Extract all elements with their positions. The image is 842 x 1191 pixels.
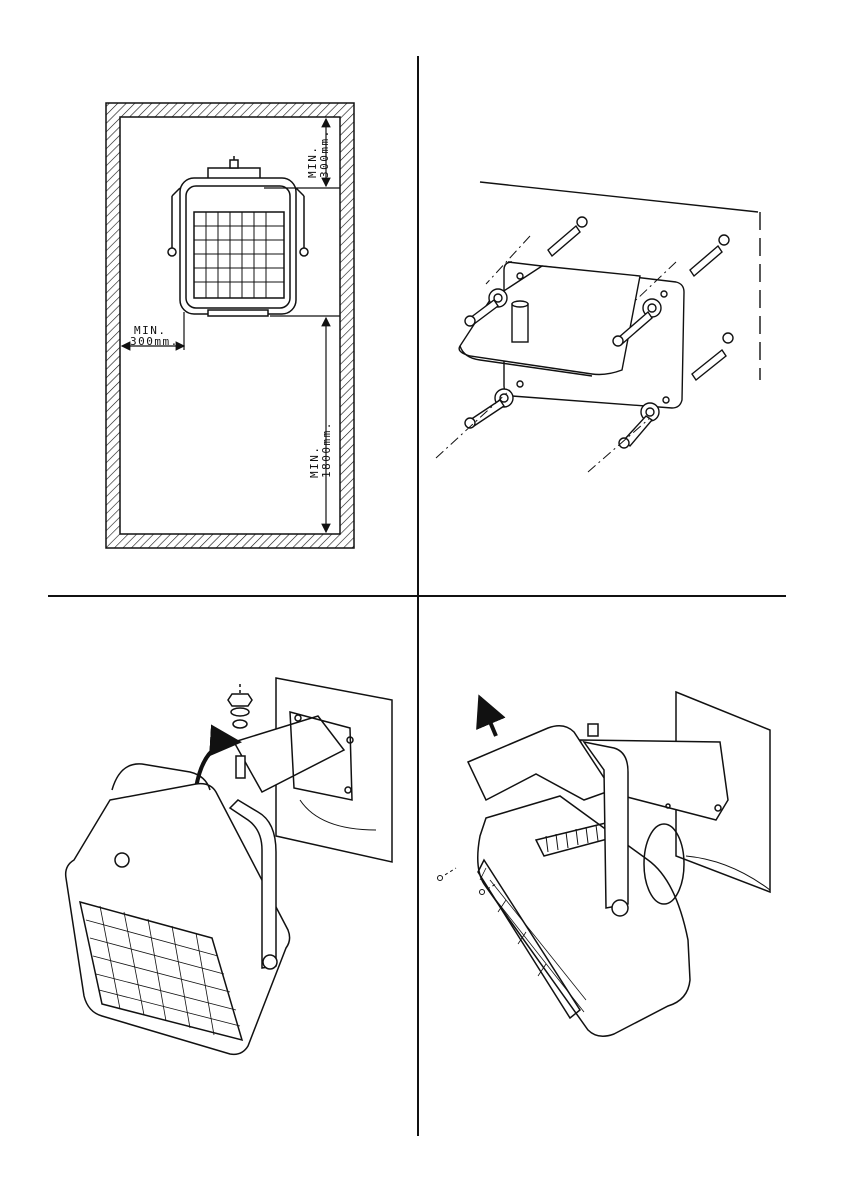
bracket-spigot: [512, 304, 528, 342]
placement-arrow: [196, 742, 238, 788]
top-clearance-label: MIN. 300mm.: [306, 129, 331, 178]
cover-removal-diagram: [438, 692, 771, 1036]
heater-body-open: [478, 796, 690, 1036]
side-clearance-label: MIN. 300mm.: [130, 324, 179, 348]
wall-clearance-diagram: MIN. 300mm. MIN. 300mm. MIN. 1800mm.: [106, 103, 354, 548]
heater-front-view: [168, 156, 308, 316]
svg-text:300mm.: 300mm.: [318, 129, 331, 178]
wall-top-edge: [480, 182, 758, 212]
lift-arrow: [480, 698, 496, 736]
svg-text:300mm.: 300mm.: [130, 335, 179, 348]
bracket-arm: [459, 266, 640, 375]
heater-hanging-diagram: [66, 678, 392, 1054]
floor-clearance-label: MIN. 1800mm.: [308, 421, 333, 478]
bracket-mounting-diagram: [436, 182, 760, 472]
svg-text:1800mm.: 1800mm.: [320, 421, 333, 478]
heater-cover: [468, 726, 612, 800]
